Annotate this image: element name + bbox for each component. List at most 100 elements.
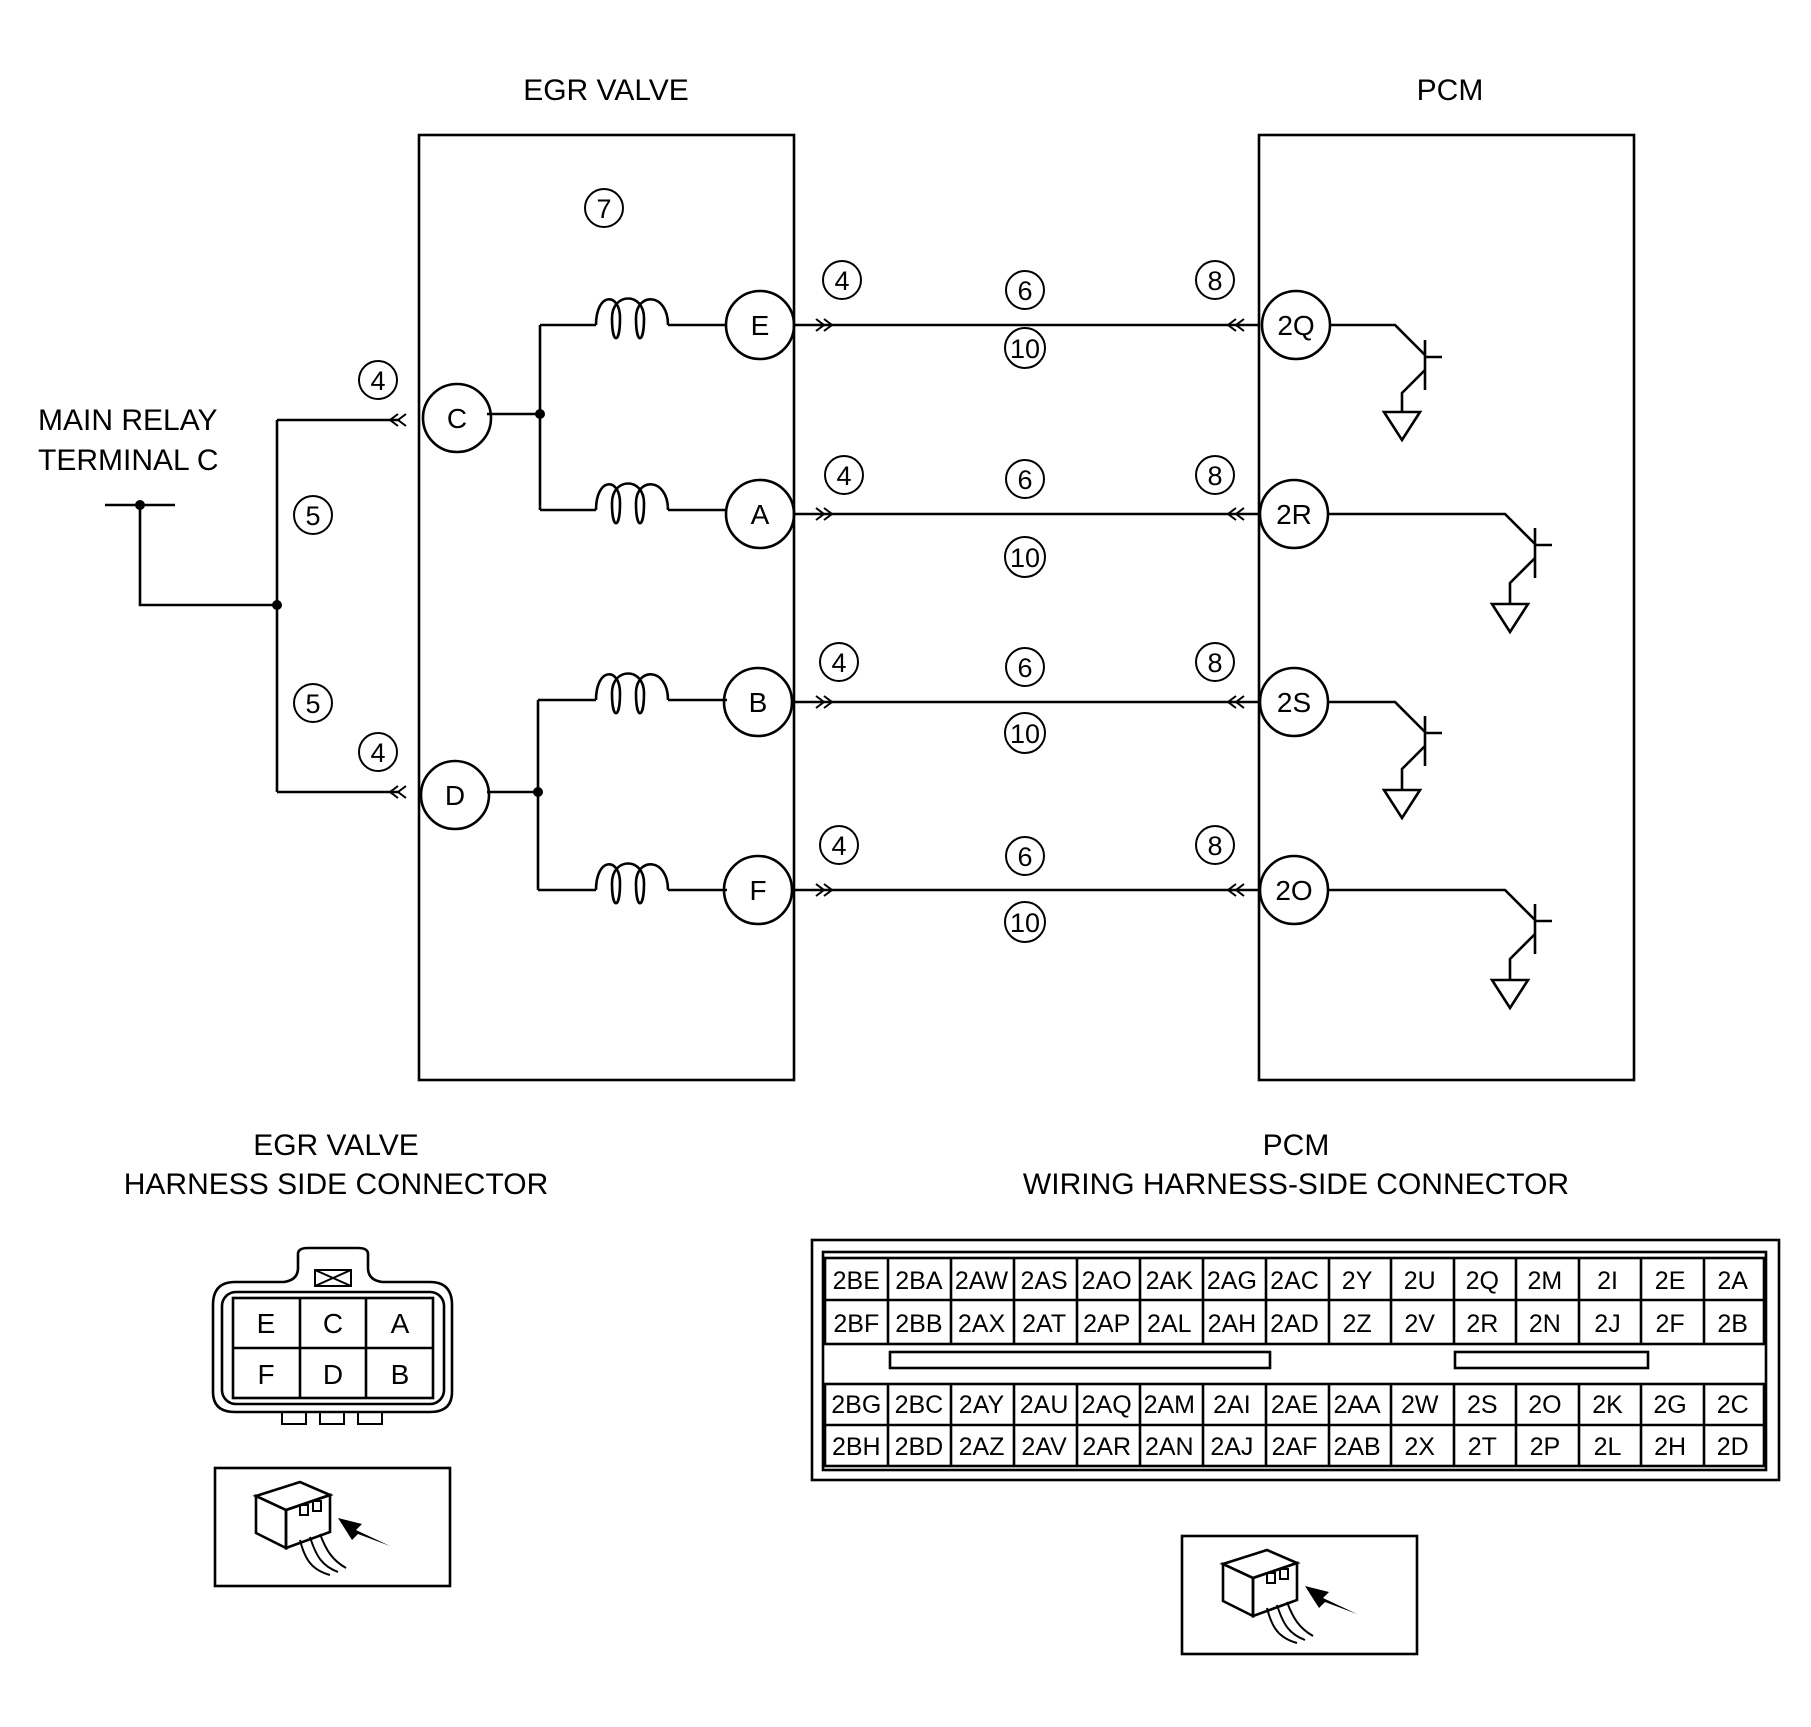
egr-connector-title-line2: HARNESS SIDE CONNECTOR	[124, 1168, 549, 1201]
pcm-conn-cell: 2H	[1654, 1433, 1686, 1461]
step-4-badge-row2: 4	[824, 455, 864, 495]
pcm-conn-cell: 2AA	[1333, 1391, 1381, 1419]
pcm-conn-cell: 2K	[1592, 1391, 1623, 1419]
egr-pin-e-label: E	[751, 310, 770, 341]
svg-text:8: 8	[1207, 648, 1222, 678]
pcm-conn-cell: 2BG	[831, 1391, 881, 1419]
pcm-conn-cell: 2AR	[1082, 1433, 1131, 1461]
pcm-pin-2r: 2R	[1258, 478, 1330, 550]
egr-pin-c-label: C	[447, 403, 467, 434]
egr-pin-e: E	[724, 289, 796, 361]
step-5-badge-upper: 5	[293, 495, 333, 535]
pcm-conn-cell: 2Q	[1466, 1267, 1499, 1295]
pcm-conn-cell: 2AE	[1271, 1391, 1318, 1419]
pcm-conn-cell: 2AB	[1333, 1433, 1380, 1461]
svg-text:10: 10	[1010, 334, 1040, 364]
pcm-pin-2s-label: 2S	[1277, 687, 1311, 718]
svg-text:10: 10	[1010, 908, 1040, 938]
pcm-conn-cell: 2AL	[1147, 1310, 1192, 1338]
egr-pin-f-label: F	[749, 875, 766, 906]
pcm-pin-2q-label: 2Q	[1277, 310, 1314, 341]
coil-f	[594, 862, 670, 905]
pcm-connector-title-line1: PCM	[1263, 1129, 1330, 1162]
step-8-badge-row4: 8	[1195, 825, 1235, 865]
egr-connector-face	[211, 1246, 454, 1425]
pcm-conn-cell: 2AP	[1083, 1310, 1130, 1338]
coil-a	[594, 482, 670, 525]
egr-conn-cell: A	[391, 1308, 410, 1339]
pcm-conn-cell: 2AX	[958, 1310, 1006, 1338]
pcm-conn-cell: 2E	[1655, 1267, 1686, 1295]
egr-pin-a-label: A	[751, 499, 770, 530]
egr-conn-cell: D	[323, 1359, 343, 1390]
pcm-conn-cell: 2AD	[1270, 1310, 1319, 1338]
pcm-conn-cell: 2AG	[1207, 1267, 1257, 1295]
pcm-conn-cell: 2BA	[895, 1267, 943, 1295]
coil-e	[594, 297, 670, 340]
pcm-pin-2o-label: 2O	[1275, 875, 1312, 906]
pcm-conn-cell: 2I	[1597, 1267, 1618, 1295]
svg-text:4: 4	[831, 648, 846, 678]
egr-pin-a: A	[724, 478, 796, 550]
step-6-badge-row2: 6	[1005, 459, 1045, 499]
step-4-badge-d: 4	[358, 732, 398, 772]
pcm-conn-cell: 2AK	[1146, 1267, 1194, 1295]
pcm-conn-cell: 2Y	[1342, 1267, 1373, 1295]
step-4-badge-row3: 4	[819, 642, 859, 682]
main-relay-label-line2: TERMINAL C	[38, 444, 219, 477]
step-4-badge-row1: 4	[822, 260, 862, 300]
egr-connector-cell-labels: E C A F D B	[257, 1308, 410, 1390]
egr-internal-wiring-lower	[487, 698, 727, 892]
egr-connector-view-icon	[213, 1466, 452, 1588]
transistor-2r	[1328, 512, 1552, 635]
svg-text:4: 4	[836, 461, 851, 491]
step-6-badge-row1: 6	[1005, 270, 1045, 310]
coil-b	[594, 672, 670, 715]
pcm-conn-cell: 2U	[1404, 1267, 1436, 1295]
pcm-conn-cell: 2AS	[1020, 1267, 1067, 1295]
pcm-conn-cell: 2S	[1467, 1391, 1498, 1419]
step-10-badge-row4: 10	[1004, 901, 1046, 943]
connector-arrow-d	[388, 785, 407, 799]
pcm-conn-cell: 2N	[1529, 1310, 1561, 1338]
connector-arrow-c	[388, 413, 407, 427]
svg-text:6: 6	[1017, 842, 1032, 872]
step-10-badge-row2: 10	[1004, 536, 1046, 578]
pcm-conn-cell: 2Z	[1343, 1310, 1372, 1338]
pcm-conn-cell: 2AQ	[1082, 1391, 1132, 1419]
svg-text:8: 8	[1207, 266, 1222, 296]
pcm-conn-cell: 2A	[1717, 1267, 1748, 1295]
svg-text:6: 6	[1017, 465, 1032, 495]
egr-valve-title: EGR VALVE	[523, 74, 689, 107]
egr-pin-d-label: D	[445, 780, 465, 811]
pcm-conn-cell: 2BB	[895, 1310, 942, 1338]
egr-valve-box	[417, 133, 796, 1082]
pcm-conn-cell: 2BE	[833, 1267, 880, 1295]
svg-text:5: 5	[305, 689, 320, 719]
pcm-conn-cell: 2AM	[1144, 1391, 1195, 1419]
svg-text:8: 8	[1207, 461, 1222, 491]
harness-wire-e-2q	[794, 318, 1260, 332]
pcm-conn-cell: 2AY	[959, 1391, 1005, 1419]
step-4-badge-c: 4	[358, 360, 398, 400]
egr-pin-b: B	[722, 666, 794, 738]
egr-pin-f: F	[722, 854, 794, 926]
pcm-connector-title-line2: WIRING HARNESS-SIDE CONNECTOR	[1023, 1168, 1569, 1201]
svg-text:7: 7	[596, 194, 611, 224]
step-10-badge-row1: 10	[1004, 327, 1046, 369]
egr-conn-cell: B	[391, 1359, 410, 1390]
pcm-conn-cell: 2T	[1468, 1433, 1497, 1461]
pcm-conn-cell: 2AZ	[959, 1433, 1005, 1461]
egr-pin-b-label: B	[749, 687, 768, 718]
pcm-conn-cell: 2BF	[833, 1310, 879, 1338]
main-relay-label-line1: MAIN RELAY	[38, 404, 218, 437]
pcm-connector-view-icon	[1180, 1534, 1419, 1656]
pcm-conn-cell: 2AO	[1082, 1267, 1132, 1295]
pcm-pin-2r-label: 2R	[1276, 499, 1312, 530]
pcm-title: PCM	[1417, 74, 1484, 107]
pcm-conn-cell: 2W	[1401, 1391, 1439, 1419]
pcm-conn-cell: 2AV	[1021, 1433, 1067, 1461]
pcm-conn-cell: 2C	[1717, 1391, 1749, 1419]
svg-text:10: 10	[1010, 543, 1040, 573]
